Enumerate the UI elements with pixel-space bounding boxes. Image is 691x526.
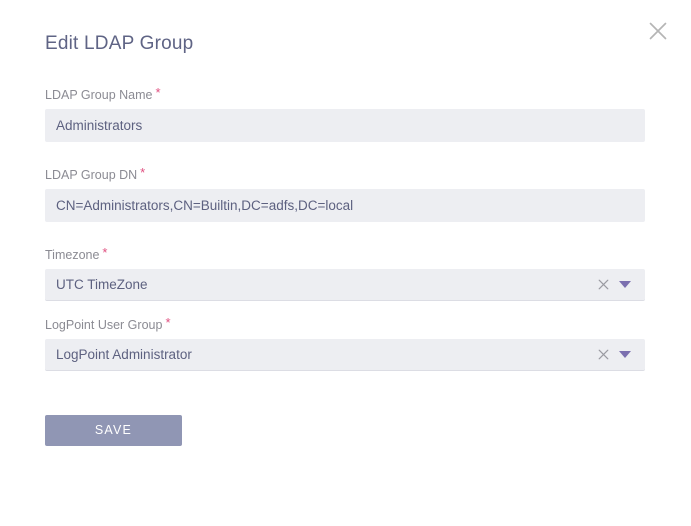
required-asterisk: * [140, 165, 146, 180]
timezone-select-icons [597, 278, 645, 291]
ldap-group-dn-input[interactable]: CN=Administrators,CN=Builtin,DC=adfs,DC=… [45, 189, 645, 222]
field-timezone: Timezone* UTC TimeZone [45, 245, 645, 301]
ldap-group-form: LDAP Group Name* Administrators LDAP Gro… [45, 85, 645, 391]
field-label-ldap-group-dn: LDAP Group DN* [45, 165, 645, 183]
clear-icon-glyph [598, 349, 609, 360]
close-icon-glyph [649, 22, 667, 40]
label-text: LDAP Group DN [45, 168, 138, 182]
form-actions: SAVE [45, 415, 182, 446]
field-ldap-group-name: LDAP Group Name* Administrators [45, 85, 645, 142]
chevron-down-icon[interactable] [619, 351, 631, 358]
logpoint-user-group-selected-value: LogPoint Administrator [56, 347, 192, 362]
clear-icon-glyph [598, 279, 609, 290]
logpoint-user-group-select-icons [597, 348, 645, 361]
field-label-ldap-group-name: LDAP Group Name* [45, 85, 645, 103]
clear-icon[interactable] [597, 348, 610, 361]
ldap-group-dn-value: CN=Administrators,CN=Builtin,DC=adfs,DC=… [56, 198, 354, 213]
timezone-selected-value: UTC TimeZone [56, 277, 148, 292]
timezone-select[interactable]: UTC TimeZone [45, 269, 645, 301]
label-text: Timezone [45, 248, 100, 262]
page-title: Edit LDAP Group [45, 33, 194, 54]
required-asterisk: * [102, 245, 108, 260]
logpoint-user-group-select[interactable]: LogPoint Administrator [45, 339, 645, 371]
clear-icon[interactable] [597, 278, 610, 291]
label-text: LDAP Group Name [45, 88, 153, 102]
required-asterisk: * [155, 85, 161, 100]
field-label-logpoint-user-group: LogPoint User Group* [45, 315, 645, 333]
field-logpoint-user-group: LogPoint User Group* LogPoint Administra… [45, 315, 645, 371]
save-button[interactable]: SAVE [45, 415, 182, 446]
close-icon[interactable] [643, 16, 673, 46]
label-text: LogPoint User Group [45, 318, 163, 332]
ldap-group-name-input[interactable]: Administrators [45, 109, 645, 142]
required-asterisk: * [165, 315, 171, 330]
field-label-timezone: Timezone* [45, 245, 645, 263]
field-ldap-group-dn: LDAP Group DN* CN=Administrators,CN=Buil… [45, 165, 645, 222]
chevron-down-icon[interactable] [619, 281, 631, 288]
ldap-group-name-value: Administrators [56, 118, 143, 133]
